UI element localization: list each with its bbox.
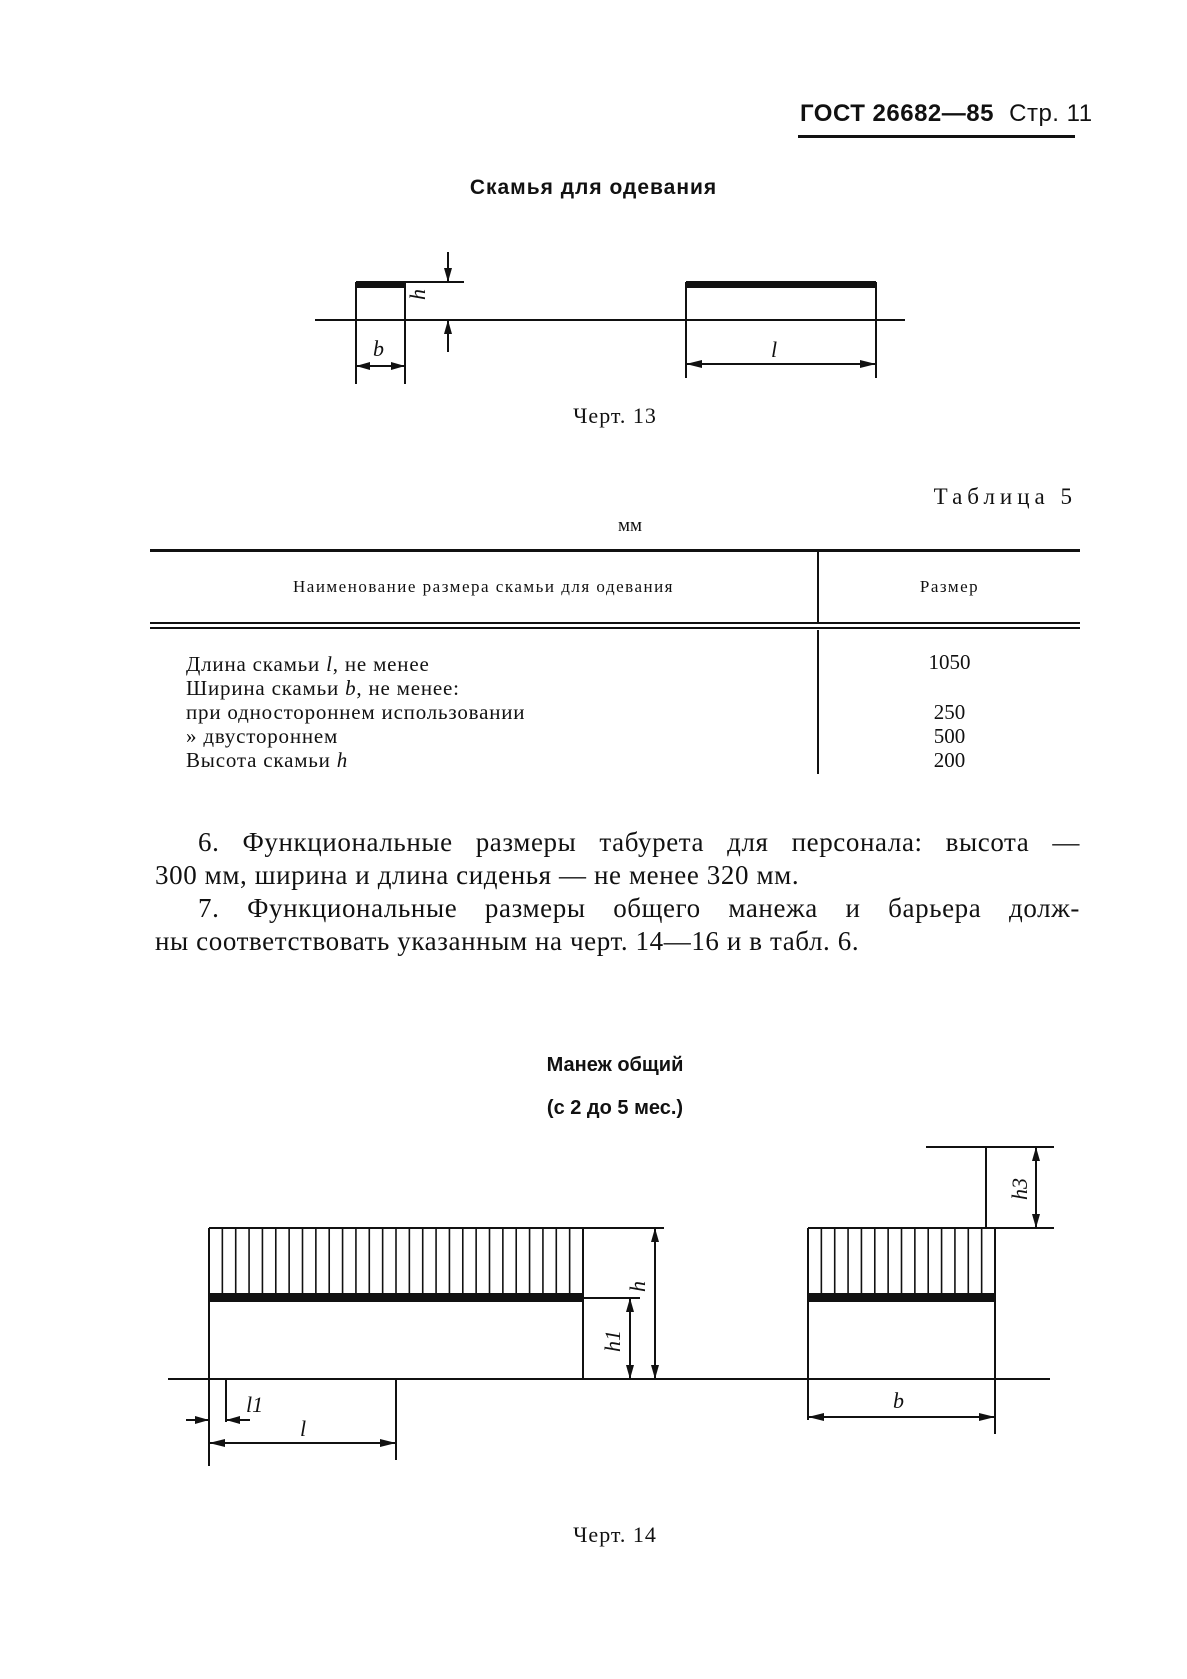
- fig14-slats-right: [820, 1228, 983, 1294]
- paragraph-7-line1: 7. Функциональные размеры общего манежа …: [198, 893, 1080, 923]
- table-header-rule: [150, 622, 1080, 624]
- fig13-front-view: [685, 282, 877, 321]
- paragraph-6-line2: 300 мм, ширина и длина сиденья — не мене…: [155, 860, 800, 890]
- table-row-label: Ширина скамьи b, не менее:: [186, 676, 460, 700]
- table-row-label: при одностороннем использовании: [186, 700, 526, 724]
- fig13-label-l: l: [771, 337, 777, 362]
- fig14-label-h1: h1: [600, 1330, 625, 1352]
- fig14-label-b: b: [893, 1388, 904, 1413]
- table-row-label: Высота скамьи h: [186, 748, 349, 772]
- fig14-left-floor: [209, 1293, 583, 1302]
- fig14-label-l: l: [300, 1416, 306, 1441]
- fig14-right-floor: [808, 1293, 995, 1302]
- fig13-label-b: b: [373, 336, 384, 361]
- fig13-label-h: h: [405, 289, 430, 300]
- table-row-value: 250: [933, 700, 966, 724]
- standard-number: ГОСТ 26682—85: [800, 100, 994, 127]
- fig13-side-view: [355, 282, 406, 321]
- header-rule: [798, 135, 1075, 138]
- table-top-rule: [150, 549, 1080, 552]
- table-header-size: Размер: [919, 577, 980, 596]
- fig14-label-l1: l1: [246, 1392, 263, 1417]
- table-row-value: 1050: [928, 650, 971, 674]
- table5-label: Таблица 5: [933, 484, 1077, 509]
- table-row-value: 500: [933, 724, 966, 748]
- figure14-caption: Черт. 14: [573, 1522, 657, 1547]
- page-number: Стр. 11: [1009, 100, 1093, 127]
- paragraph-6-line1: 6. Функциональные размеры табурета для п…: [198, 827, 1080, 857]
- fig14-label-h: h: [625, 1281, 650, 1292]
- figure13-title: Скамья для одевания: [469, 176, 718, 199]
- figure14-subtitle: (с 2 до 5 мес.): [546, 1097, 684, 1119]
- fig13-side-top: [356, 281, 405, 288]
- figure14-title: Манеж общий: [546, 1054, 684, 1076]
- table-row-label: » двустороннем: [186, 724, 339, 748]
- table-column-divider-body: [817, 630, 819, 774]
- table-row-value: 200: [933, 748, 966, 772]
- fig13-front-top: [686, 281, 876, 288]
- table-header-rule-2: [150, 627, 1080, 629]
- table-row-label: Длина скамьи l, не менее: [186, 652, 430, 676]
- fig14-label-h3: h3: [1007, 1178, 1032, 1200]
- page-header: ГОСТ 26682—85 Стр. 11: [800, 100, 1093, 128]
- table-column-divider: [817, 552, 819, 622]
- table-header-name: Наименование размера скамьи для одевания: [293, 577, 674, 596]
- paragraph-7-line2: ны соответствовать указанным на черт. 14…: [155, 926, 860, 956]
- fig14-slats-left: [221, 1228, 571, 1294]
- figure13-caption: Черт. 13: [573, 403, 657, 428]
- table5-units: мм: [617, 515, 643, 536]
